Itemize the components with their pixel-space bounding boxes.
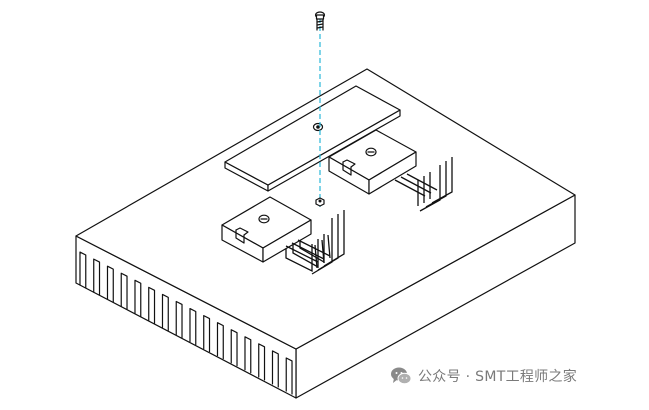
mounting-nut — [315, 197, 325, 207]
heatsink-fin-slot — [79, 251, 87, 289]
screw-head-side — [315, 14, 325, 20]
pad-top — [224, 85, 401, 186]
heatsink-fin-slot — [258, 343, 266, 381]
heatsink-fin-slot — [230, 329, 238, 367]
heatsink-fins — [79, 251, 293, 395]
transistor-front-hole — [258, 214, 270, 224]
nut-hole — [318, 199, 322, 203]
thermal-insulator-pad — [224, 85, 401, 192]
mounting-screw — [314, 11, 326, 31]
heatsink-fin-slot — [216, 322, 224, 360]
heatsink-fin-slot — [244, 336, 252, 374]
power-transistor-front — [221, 196, 345, 275]
transistor-back-hole — [365, 147, 377, 157]
heatsink-fin-slot — [106, 265, 114, 303]
heatsink-fin-slot — [120, 272, 128, 310]
transistor-front-notch — [235, 229, 245, 244]
heatsink-fin-slot — [134, 279, 142, 317]
pad-mounting-hole — [312, 122, 324, 132]
transistor-back-leads — [394, 157, 453, 212]
heatsink-base — [75, 68, 576, 399]
heatsink-fin-slot — [189, 307, 197, 346]
transistor-back-right — [368, 151, 417, 195]
watermark-text: 公众号 · SMT工程师之家 — [418, 369, 578, 385]
power-transistor-back — [328, 129, 453, 212]
heatsink-top-face — [75, 68, 576, 350]
transistor-back-notch-top — [342, 159, 356, 168]
heatsink-fin-slot — [148, 286, 156, 324]
heatsink-fin-slot — [271, 350, 279, 388]
wechat-icon — [390, 365, 412, 387]
transistor-front-notch-top — [235, 227, 249, 236]
heatsink-fin-slot — [93, 258, 101, 296]
pad-hole-center — [316, 125, 320, 129]
heatsink-fin-slot — [161, 293, 169, 331]
transistor-back-notch — [342, 161, 352, 176]
heatsink-fin-slot — [285, 357, 293, 395]
heatsink-fin-slot — [175, 300, 183, 339]
transistor-front-right — [262, 219, 312, 263]
fastener-assembly — [314, 11, 326, 210]
watermark: 公众号 · SMT工程师之家 — [390, 364, 577, 388]
heatsink-fin-slot — [203, 315, 211, 353]
